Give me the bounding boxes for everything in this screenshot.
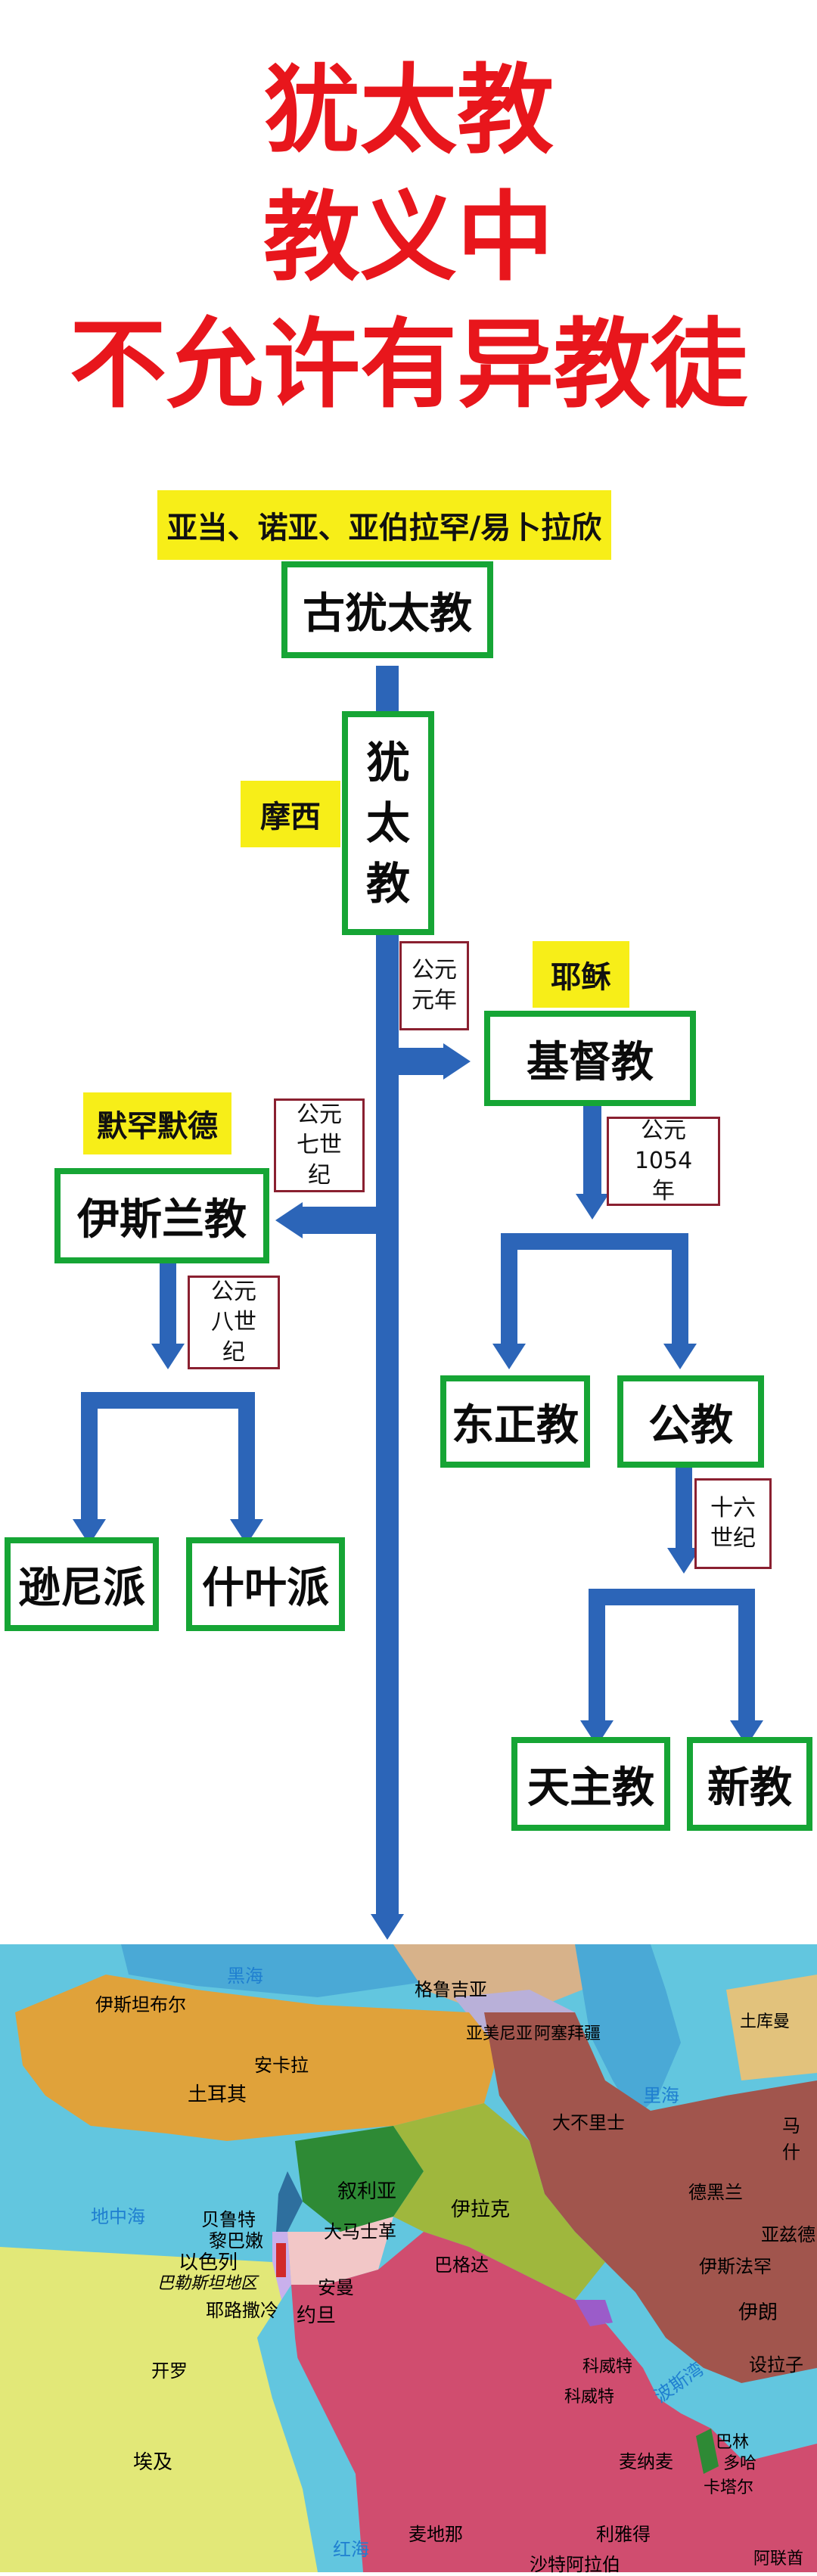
country-israel: 以色列 [179, 2251, 238, 2274]
city-tehran: 德黑兰 [688, 2182, 743, 2203]
judaism-char-3: 教 [365, 858, 410, 909]
country-medina: 麦地那 [408, 2524, 463, 2545]
islam-arrow-icon [151, 1344, 185, 1369]
orthodox-box: 东正教 [440, 1375, 590, 1468]
city-baghdad: 巴格达 [434, 2254, 489, 2276]
country-syria: 叙利亚 [337, 2180, 397, 2203]
roman-catholic-box: 天主教 [511, 1737, 670, 1831]
city-kuwait: 科威特 [564, 2388, 615, 2407]
country-bahrain: 巴林 [716, 2433, 750, 2452]
sea-red: 红海 [333, 2539, 369, 2560]
city-jerusalem: 耶路撒冷 [206, 2300, 278, 2321]
branch-islam-line [303, 1207, 376, 1234]
sea-gulf: 波斯湾 [650, 2358, 707, 2407]
middle-east-map [0, 1944, 817, 2572]
origin-label: 亚当、诺亚、亚伯拉罕/易卜拉欣 [157, 490, 611, 560]
city-istanbul: 伊斯坦布尔 [95, 1994, 186, 2015]
date-7c: 公元七世纪 [274, 1098, 365, 1192]
country-iraq: 伊拉克 [451, 2198, 511, 2221]
country-turkey: 土耳其 [188, 2083, 247, 2106]
city-ankara: 安卡拉 [254, 2055, 309, 2076]
country-egypt: 埃及 [133, 2451, 173, 2474]
country-shiraz: 设拉子 [749, 2354, 803, 2376]
country-kuwait: 科威特 [582, 2357, 633, 2376]
reformation-right-line [738, 1589, 755, 1723]
trunk-arrow-icon [371, 1914, 404, 1940]
country-iran: 伊朗 [738, 2301, 778, 2324]
title-line-1: 犹太教 [262, 54, 554, 167]
branch-christianity-line [399, 1048, 444, 1075]
muhammad-label: 默罕默德 [83, 1092, 231, 1154]
country-georgia: 格鲁吉亚 [415, 1979, 487, 2000]
city-tabriz: 大不里士 [552, 2112, 625, 2133]
sea-black: 黑海 [227, 1965, 263, 1987]
protestant-box: 新教 [687, 1737, 812, 1831]
title-line-2: 教义中 [262, 182, 554, 294]
schism-horizontal-line [501, 1233, 688, 1250]
catholic-down-line [676, 1468, 692, 1551]
date-1054: 公元1054年 [607, 1117, 720, 1206]
country-jordan: 约旦 [297, 2304, 337, 2327]
christianity-arrow-icon [576, 1194, 609, 1220]
islam-down-line [160, 1263, 176, 1347]
city-manama: 麦纳麦 [619, 2451, 673, 2472]
city-doha: 多哈 [723, 2454, 757, 2473]
islam-schism-left-line [81, 1392, 98, 1525]
country-qatar: 卡塔尔 [704, 2478, 754, 2497]
city-beirut: 贝鲁特 [201, 2209, 256, 2230]
schism-left-line [501, 1233, 517, 1347]
sea-mediterranean: 地中海 [91, 2206, 145, 2227]
reformation-left-line [589, 1589, 605, 1723]
country-uae: 阿联酋 [753, 2550, 804, 2568]
city-isfahan: 伊斯法罕 [699, 2256, 772, 2277]
shia-box: 什叶派 [186, 1537, 345, 1631]
islam-schism-horizontal-line [81, 1392, 255, 1409]
sunni-box: 逊尼派 [5, 1537, 159, 1631]
catholic-arrow-icon [663, 1344, 697, 1369]
jesus-label: 耶稣 [533, 941, 629, 1008]
moses-label: 摩西 [241, 781, 340, 847]
country-mashhad: 马什 [782, 2115, 800, 2163]
arrow-left-icon [275, 1202, 303, 1238]
christianity-box: 基督教 [484, 1011, 696, 1106]
country-saudi: 沙特阿拉伯 [530, 2554, 620, 2575]
country-palestine: 巴勒斯坦地区 [157, 2274, 258, 2293]
judaism-char-2: 太 [365, 797, 410, 849]
christianity-down-line [583, 1105, 601, 1195]
country-yazd: 亚兹德 [761, 2224, 815, 2245]
date-8c: 公元八世纪 [188, 1276, 280, 1369]
catholic-box: 公教 [617, 1375, 764, 1468]
city-amman: 安曼 [318, 2277, 354, 2298]
country-azerbaijan: 阿塞拜疆 [534, 2024, 601, 2043]
reformation-horizontal-line [589, 1589, 755, 1605]
orthodox-arrow-icon [492, 1344, 526, 1369]
date-ad1: 公元元年 [399, 941, 469, 1030]
ancient-judaism-box: 古犹太教 [281, 561, 493, 658]
judaism-box: 犹 太 教 [342, 711, 434, 935]
city-damascus: 大马士革 [324, 2221, 396, 2242]
country-lebanon: 黎巴嫩 [209, 2230, 263, 2251]
islam-box: 伊斯兰教 [54, 1168, 269, 1263]
title-line-3: 不允许有异教徒 [69, 309, 747, 421]
schism-right-line [672, 1233, 688, 1347]
country-turkmenistan: 土库曼 [740, 2012, 791, 2031]
city-riyadh: 利雅得 [596, 2524, 651, 2545]
arrow-right-icon [443, 1043, 471, 1080]
sea-caspian: 里海 [643, 2085, 679, 2106]
date-16c: 十六世纪 [694, 1478, 772, 1569]
country-armenia: 亚美尼亚 [466, 2024, 533, 2043]
islam-schism-right-line [238, 1392, 255, 1525]
judaism-char-1: 犹 [365, 737, 410, 788]
city-cairo: 开罗 [151, 2360, 188, 2382]
